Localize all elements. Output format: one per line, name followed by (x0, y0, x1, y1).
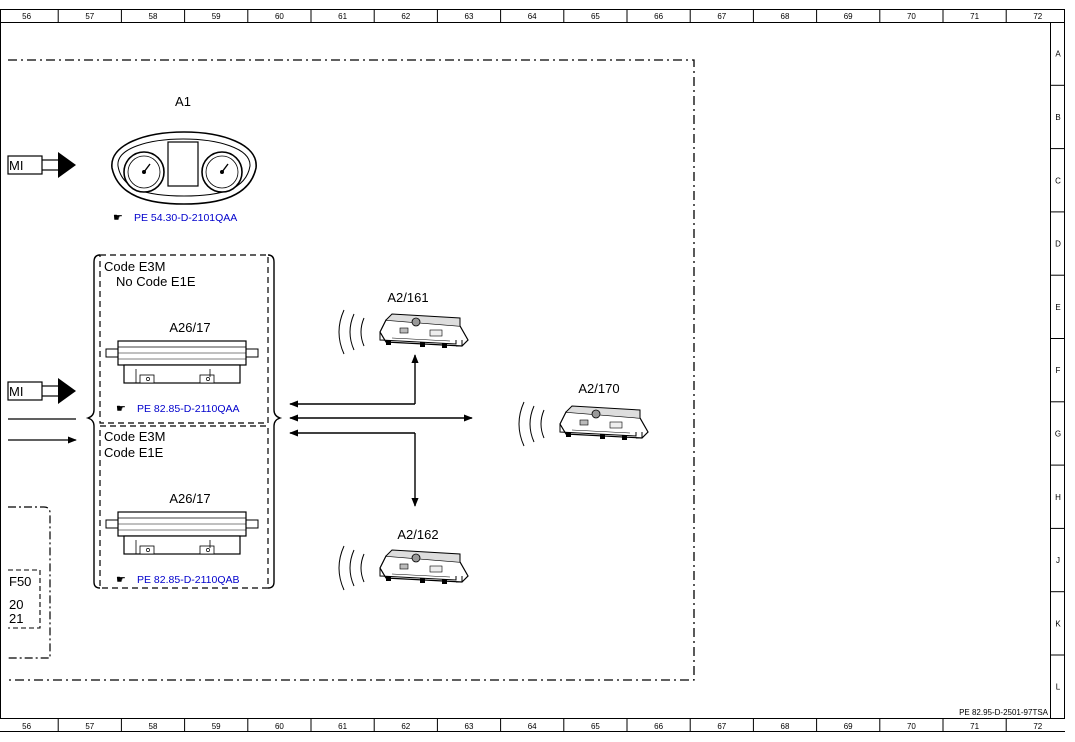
top-ruler-col-57: 57 (85, 12, 94, 21)
variant-box-top (99, 254, 269, 424)
top-ruler-col-67: 67 (717, 12, 726, 21)
bottom-ruler-col-64: 64 (528, 722, 537, 731)
mi-top-label: MI (9, 158, 23, 173)
a26-left-brace (85, 254, 101, 589)
bottom-ruler-col-61: 61 (338, 722, 347, 731)
bottom-ruler: 56 57 58 59 60 61 62 63 64 65 66 67 68 69 70 71 72 (22, 719, 1043, 731)
mi-connector-mid: MI (7, 378, 76, 404)
bottom-ruler-col-66: 66 (654, 722, 663, 731)
top-ruler-col-69: 69 (844, 12, 853, 21)
right-ruler-row-H: H (1055, 493, 1061, 502)
a26-bottom-label: A26/17 (169, 491, 210, 506)
mi-connector-top: MI (7, 152, 76, 178)
a26-top-unit[interactable] (105, 340, 259, 384)
right-ruler: A B C D E F G H J K L (1050, 50, 1064, 692)
right-ruler-row-L: L (1056, 683, 1061, 692)
a2-170-label: A2/170 (578, 381, 619, 396)
top-ruler-col-70: 70 (907, 12, 916, 21)
left-box-f50: F50 (9, 574, 31, 589)
top-ruler-col-58: 58 (149, 12, 158, 21)
right-ruler-row-B: B (1055, 113, 1060, 122)
a26-bottom-ref-text[interactable]: PE 82.85-D-2110QAB (137, 574, 240, 586)
right-ruler-row-F: F (1056, 366, 1061, 375)
top-ruler-col-65: 65 (591, 12, 600, 21)
a26-right-brace (267, 254, 283, 589)
bottom-ruler-col-57: 57 (85, 722, 94, 731)
left-partial-box: F50 20 21 (8, 506, 51, 659)
bottom-ruler-col-58: 58 (149, 722, 158, 731)
variant-top-code1: Code E3M (104, 259, 165, 274)
top-ruler-col-72: 72 (1033, 12, 1042, 21)
right-ruler-row-E: E (1055, 303, 1060, 312)
a2-161-label: A2/161 (387, 290, 428, 305)
variant-box-bottom (99, 425, 269, 589)
pointing-hand-icon: ☛ (113, 212, 123, 224)
bottom-ruler-col-56: 56 (22, 722, 31, 731)
variant-top-code2: No Code E1E (116, 274, 196, 289)
top-ruler-col-66: 66 (654, 12, 663, 21)
a2-161-module[interactable] (338, 309, 469, 355)
a26-top-ref-text[interactable]: PE 82.85-D-2110QAA (137, 403, 240, 415)
bottom-ruler-col-69: 69 (844, 722, 853, 731)
right-ruler-row-A: A (1055, 50, 1061, 59)
pointing-hand-icon: ☛ (116, 574, 126, 586)
left-box-20: 20 (9, 597, 23, 612)
bottom-ruler-col-68: 68 (781, 722, 790, 731)
radio-link-arrows (289, 354, 473, 507)
top-ruler-col-59: 59 (212, 12, 221, 21)
top-ruler-col-56: 56 (22, 12, 31, 21)
a26-top-reference-link[interactable]: ☛ PE 82.85-D-2110QAA (116, 403, 240, 415)
top-ruler-col-71: 71 (970, 12, 979, 21)
right-ruler-row-K: K (1055, 619, 1061, 628)
bottom-ruler-col-70: 70 (907, 722, 916, 731)
right-ruler-row-C: C (1055, 176, 1061, 185)
instrument-cluster-a1[interactable]: A1 (111, 94, 257, 205)
bottom-ruler-col-71: 71 (970, 722, 979, 731)
a26-bottom-unit[interactable] (105, 511, 259, 555)
top-ruler-col-60: 60 (275, 12, 284, 21)
right-ruler-row-G: G (1055, 429, 1061, 438)
a2-162-label: A2/162 (397, 527, 438, 542)
mi-mid-label: MI (9, 384, 23, 399)
right-ruler-row-J: J (1056, 556, 1060, 565)
a1-label: A1 (175, 94, 191, 109)
a26-bottom-reference-link[interactable]: ☛ PE 82.85-D-2110QAB (116, 574, 240, 586)
top-ruler: 56 57 58 59 60 61 62 63 64 65 66 67 68 69 70 71 72 (22, 10, 1043, 22)
pointing-hand-icon: ☛ (116, 403, 126, 415)
top-ruler-col-64: 64 (528, 12, 537, 21)
bottom-ruler-col-72: 72 (1033, 722, 1042, 731)
top-ruler-col-63: 63 (465, 12, 474, 21)
document-id: PE 82.95-D-2501-97TSA (959, 708, 1049, 717)
top-ruler-col-62: 62 (401, 12, 410, 21)
bottom-ruler-col-67: 67 (717, 722, 726, 731)
variant-bottom-code2: Code E1E (104, 445, 164, 460)
bottom-ruler-col-59: 59 (212, 722, 221, 731)
a2-170-module[interactable] (518, 401, 649, 447)
right-ruler-row-D: D (1055, 240, 1061, 249)
a1-reference-link[interactable]: ☛ PE 54.30-D-2101QAA (113, 212, 237, 224)
a1-ref-text[interactable]: PE 54.30-D-2101QAA (134, 212, 237, 224)
top-ruler-col-68: 68 (781, 12, 790, 21)
system-boundary (8, 59, 695, 681)
bottom-ruler-col-65: 65 (591, 722, 600, 731)
left-box-21: 21 (9, 611, 23, 626)
bottom-ruler-col-63: 63 (465, 722, 474, 731)
a26-top-label: A26/17 (169, 320, 210, 335)
bottom-ruler-col-62: 62 (401, 722, 410, 731)
variant-bottom-code1: Code E3M (104, 429, 165, 444)
a2-162-module[interactable] (338, 545, 469, 591)
top-ruler-col-61: 61 (338, 12, 347, 21)
bottom-ruler-col-60: 60 (275, 722, 284, 731)
